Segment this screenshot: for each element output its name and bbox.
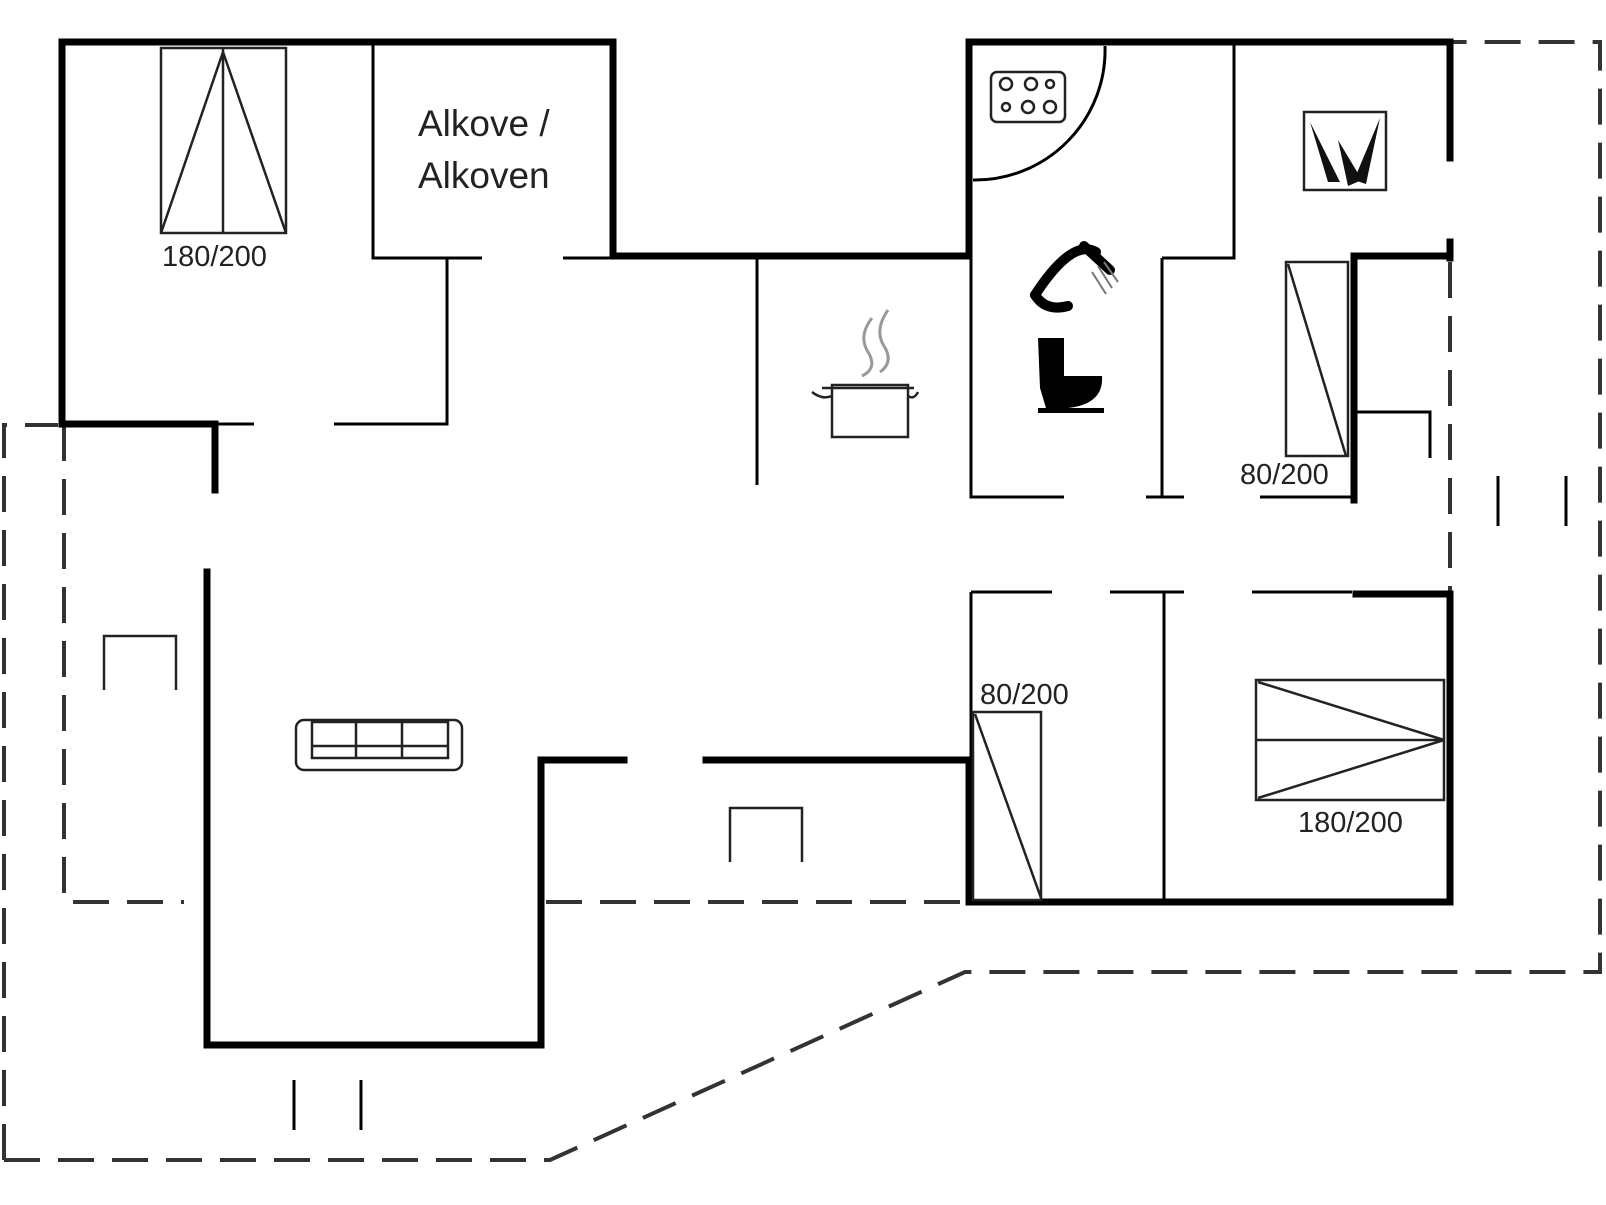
- bed-size-label: 80/200: [980, 679, 1069, 711]
- interior-walls: [215, 44, 1432, 902]
- room-label-alcove-line1: Alkove /: [418, 103, 550, 144]
- fridge-icon: [1302, 110, 1388, 192]
- bed-size-label: 180/200: [1298, 807, 1403, 839]
- bed-size-label: 80/200: [1240, 459, 1329, 491]
- bed-size-label: 180/200: [162, 241, 267, 273]
- bed-large-bottom: [1254, 678, 1446, 802]
- shower-icon: [1030, 241, 1119, 313]
- terrace-outline: [2, 40, 1602, 1162]
- window-markers: [102, 476, 1568, 1130]
- door-swing: [972, 45, 1107, 182]
- bed-small-bottom: [971, 710, 1043, 902]
- cooking-pot-icon: [811, 309, 920, 439]
- bed-small-right: [1284, 260, 1350, 458]
- sofa-icon: [294, 718, 464, 772]
- toilet-icon: [1038, 338, 1104, 413]
- bed-top-left: [159, 46, 288, 235]
- room-label-alcove-line2: Alkoven: [418, 155, 550, 196]
- stove-icon: [989, 70, 1067, 124]
